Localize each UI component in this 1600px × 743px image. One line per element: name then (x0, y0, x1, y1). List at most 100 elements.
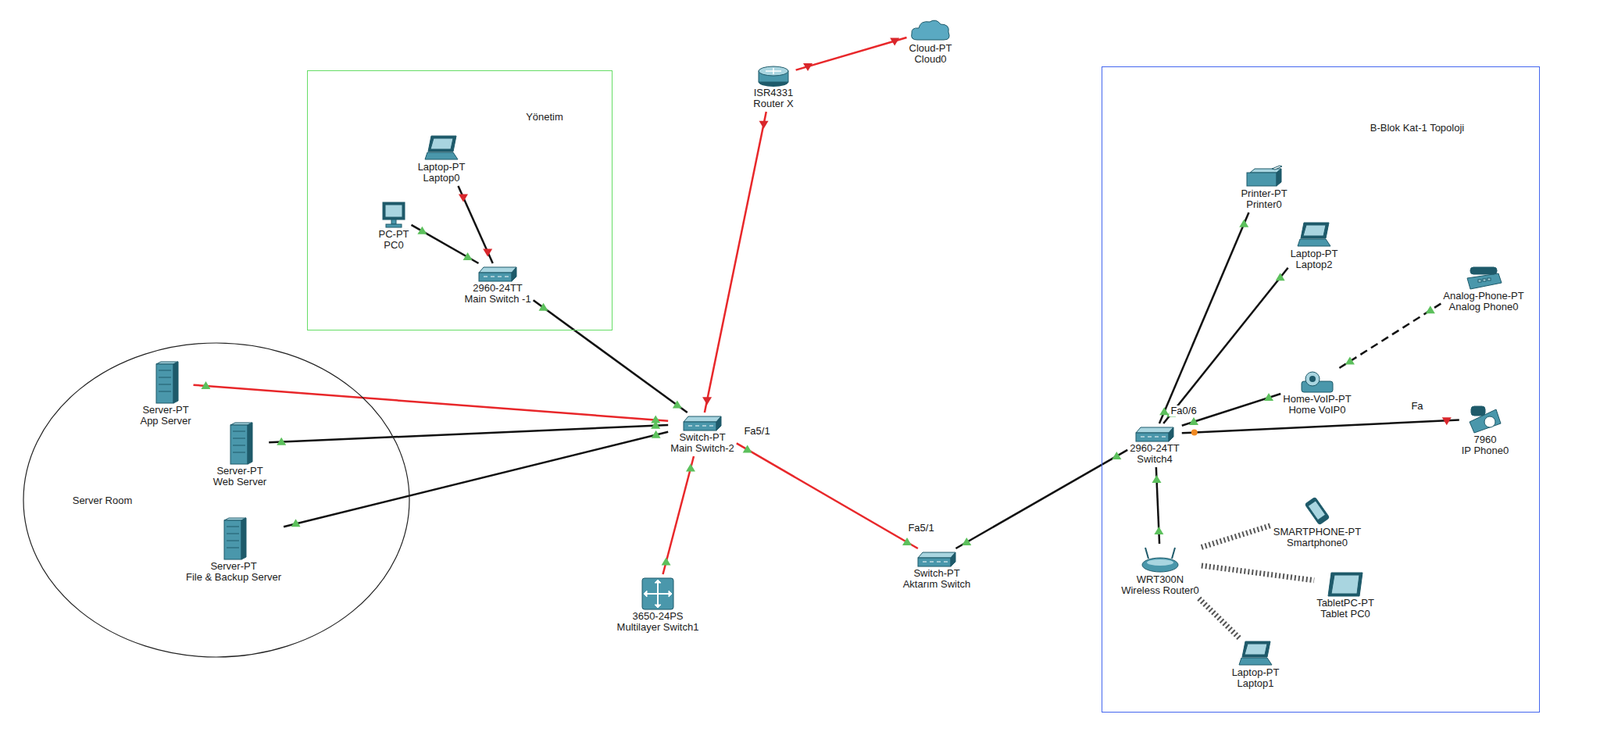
device-model: Server-PT (210, 560, 257, 572)
group-title: Yönetim (525, 110, 564, 123)
group-title-holder: Server Room (72, 494, 133, 507)
link-light (759, 121, 769, 129)
device-name: PC0 (383, 239, 404, 251)
port-label: Fa0/6 (1168, 405, 1198, 417)
device-model: ISR4331 (753, 87, 794, 99)
device-name: Laptop0 (422, 172, 460, 184)
device-icon (225, 421, 254, 466)
device-name: Analog Phone0 (1449, 301, 1519, 313)
pc-symbol (379, 200, 408, 229)
link-light (1191, 429, 1198, 436)
device-model: Cloud-PT (909, 42, 953, 54)
link-light (1442, 417, 1452, 425)
link-light (1153, 526, 1164, 535)
device-icon (1296, 221, 1332, 249)
device-icon (1140, 546, 1180, 575)
device-icon (424, 135, 459, 162)
device-name: Main Switch -1 (464, 293, 531, 305)
group-title-holder: B-Blok Kat-1 Topoloji (1370, 121, 1465, 134)
device-name: Aktarım Switch (903, 578, 972, 590)
device-name: Web Server (213, 476, 267, 488)
tablet-symbol (1326, 571, 1365, 598)
link-light (1275, 272, 1286, 281)
device-name: Laptop2 (1295, 259, 1333, 271)
port-label: Fa5/1 (742, 425, 772, 437)
device-model: Switch-PT (913, 567, 960, 579)
group-title: B-Blok Kat-1 Topoloji (1370, 121, 1465, 134)
network-cable (533, 300, 688, 413)
device-icon (1238, 640, 1273, 668)
cloud-device: Cloud-PTCloud0 (909, 17, 953, 65)
server-device: Server-PTWeb Server (213, 421, 267, 488)
server-symbol (151, 360, 180, 405)
device-name: Smartphone0 (1286, 537, 1348, 549)
device-name: Wireless Router0 (1121, 585, 1200, 597)
group-box: B-Blok Kat-1 TopolojiPrinter-PTPrinter0L… (1101, 66, 1540, 713)
network-cable (283, 432, 668, 527)
device-model: Server-PT (142, 404, 189, 416)
link-light (1264, 392, 1274, 401)
link-light (902, 537, 912, 546)
device-model: Printer-PT (1240, 188, 1287, 200)
device-model: Server-PT (216, 465, 263, 477)
ipphone-symbol (1467, 403, 1503, 435)
server-symbol (219, 517, 248, 561)
wireless-link (1201, 565, 1315, 581)
device-icon (1467, 403, 1503, 435)
switch-symbol (1134, 425, 1175, 443)
network-cable (457, 185, 493, 264)
link-light (463, 252, 473, 261)
network-cable (1159, 212, 1250, 424)
laptop-device: Laptop-PTLaptop0 (417, 135, 466, 184)
link-light (742, 444, 753, 453)
tablet-device: TabletPC-PTTablet PC0 (1316, 571, 1375, 620)
device-icon (219, 517, 248, 561)
group-box: YönetimLaptop-PTLaptop0PC-PTPC02960-24TT… (307, 70, 613, 331)
device-model: Laptop-PT (417, 161, 466, 173)
link-light (803, 63, 813, 72)
laptop-device: Laptop-PTLaptop1 (1232, 640, 1280, 690)
device-icon (151, 360, 180, 405)
smartphone-symbol (1301, 495, 1333, 527)
device-name: File & Backup Server (185, 571, 282, 583)
laptop-symbol (1238, 640, 1273, 668)
link-lights (200, 37, 1451, 565)
network-cable (736, 442, 918, 549)
network-cable (1182, 420, 1460, 434)
server-device: Server-PTFile & Backup Server (185, 517, 282, 583)
printer-symbol (1245, 164, 1283, 189)
device-model: 2960-24TT (472, 282, 523, 294)
device-name: Laptop1 (1236, 678, 1274, 690)
router-device: ISR4331Router X (753, 65, 793, 110)
device-icon (379, 200, 408, 229)
phone-cable (1339, 303, 1441, 368)
laptop-device: Laptop-PTLaptop2 (1290, 221, 1339, 271)
device-name: Tablet PC0 (1320, 608, 1371, 620)
link-light (482, 248, 493, 257)
smartphone-device: SMARTPHONE-PTSmartphone0 (1273, 495, 1361, 549)
device-icon (1300, 370, 1335, 394)
switch-device: 2960-24TTMain Switch -1 (464, 265, 531, 305)
link-light (685, 463, 696, 472)
router-symbol (757, 65, 790, 88)
device-icon (757, 65, 790, 88)
network-cable (704, 111, 767, 413)
switch-device: Switch-PTMain Switch-2 (670, 414, 735, 454)
multilayer-symbol (640, 576, 675, 611)
device-icon (1134, 425, 1175, 443)
voip-device: Home-VoIP-PTHome VoIP0 (1282, 370, 1351, 416)
switch-symbol (682, 414, 723, 433)
link-light (417, 226, 427, 235)
link-light (672, 400, 683, 409)
link-light (200, 381, 211, 390)
device-model: Home-VoIP-PT (1282, 393, 1351, 405)
group-title: Server Room (72, 494, 133, 507)
link-light (291, 518, 301, 527)
device-model: Laptop-PT (1290, 248, 1339, 260)
device-icon (477, 265, 518, 283)
device-icon (916, 550, 958, 568)
link-light (1111, 451, 1122, 460)
link-light (1159, 407, 1169, 415)
